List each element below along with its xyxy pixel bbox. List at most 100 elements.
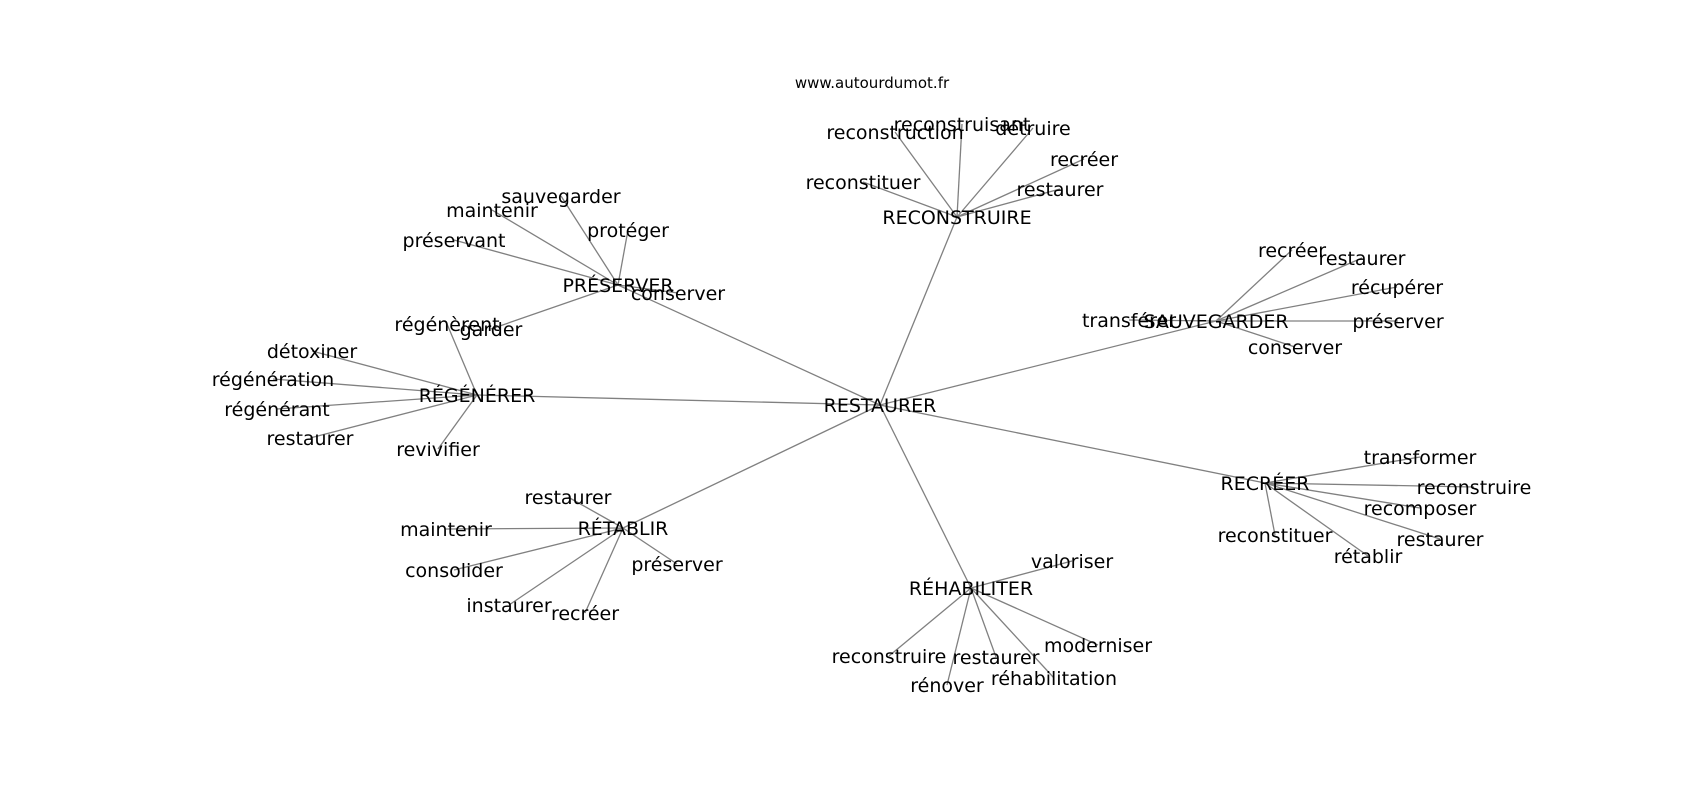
leaf-label: préserver [631, 554, 722, 576]
edge-hub-leaf [956, 127, 1034, 218]
leaf-label: régénèrent [394, 314, 499, 336]
edge-hub-leaf [490, 284, 619, 330]
edge-hub-leaf [276, 394, 478, 410]
edge-hub-leaf [1215, 286, 1398, 322]
edge-hub-leaf [1264, 482, 1421, 509]
leaf-label: revivifier [396, 439, 480, 461]
leaf-label: maintenir [400, 519, 492, 541]
hub-label: RÉHABILITER [909, 577, 1033, 600]
edge-hub-leaf [970, 587, 1055, 679]
hub-label: RÉGÉNÉRER [419, 384, 536, 407]
leaf-label: reconstruire [832, 646, 947, 668]
edge-center-hub [879, 320, 1217, 406]
leaf-label: restaurer [1396, 529, 1483, 551]
edge-hub-leaf [491, 209, 619, 286]
leaf-label: régénérant [224, 399, 330, 421]
edge-hub-leaf [1264, 482, 1369, 557]
edge-center-hub [879, 404, 972, 589]
edge-hub-leaf [311, 350, 478, 396]
edge-hub-leaf [1128, 319, 1217, 322]
edge-hub-leaf [508, 527, 624, 606]
leaf-label: préservant [403, 230, 506, 252]
leaf-label: maintenir [446, 200, 538, 222]
leaf-label: restaurer [266, 428, 353, 450]
edge-hub-leaf [956, 123, 963, 218]
leaf-label: sauvegarder [501, 186, 620, 208]
leaf-label: restaurer [1318, 248, 1405, 270]
leaf-label: régénération [212, 369, 334, 391]
leaf-label: transformer [1364, 447, 1477, 469]
leaf-label: reconstruction [826, 122, 963, 144]
edge-hub-leaf [970, 560, 1073, 589]
leaf-label: conserver [631, 283, 725, 305]
edge-hub-leaf [617, 229, 629, 286]
leaf-label: réhabilitation [991, 668, 1117, 690]
edge-hub-leaf [622, 527, 678, 565]
edge-hub-leaf [888, 587, 972, 657]
edge-hub-leaf [446, 323, 478, 396]
edge-hub-leaf [453, 239, 619, 286]
leaf-label: conserver [1248, 337, 1342, 359]
leaf-label: détoxiner [267, 341, 357, 363]
hub-label: PRÉSERVER [562, 274, 673, 297]
edge-hub-leaf [584, 527, 624, 614]
edge-hub-leaf [445, 527, 624, 530]
hub-label: RÉTABLIR [578, 517, 669, 540]
hub-label: RECONSTRUIRE [882, 207, 1031, 229]
watermark: www.autourdumot.fr [795, 74, 950, 92]
edge-hub-leaf [956, 158, 1085, 218]
edge-hub-leaf [567, 496, 624, 529]
edge-hub-leaf [956, 188, 1061, 218]
leaf-label: rénover [910, 675, 984, 697]
edge-hub-leaf [1264, 482, 1276, 536]
edge-hub-leaf [617, 284, 679, 294]
edge-hub-leaf [1215, 249, 1293, 322]
edge-center-hub [879, 216, 958, 406]
edge-center-hub [617, 284, 881, 406]
leaf-label: préserver [1352, 311, 1443, 333]
edge-hub-leaf [894, 131, 958, 218]
edge-hub-leaf [1215, 320, 1296, 348]
leaf-label: restaurer [952, 647, 1039, 669]
edge-hub-leaf [560, 195, 619, 286]
edge-hub-leaf [1264, 482, 1441, 540]
edge-hub-leaf [1215, 257, 1363, 322]
leaf-label: restaurer [1016, 179, 1103, 201]
leaf-label: moderniser [1044, 635, 1152, 657]
leaf-label: reconstituer [1218, 525, 1333, 547]
edge-hub-leaf [453, 527, 624, 571]
leaf-label: restaurer [524, 487, 611, 509]
hub-label: RECRÉER [1221, 472, 1310, 495]
leaf-label: consolider [405, 560, 503, 582]
leaf-label: reconstituer [806, 172, 921, 194]
leaf-label: recréer [1258, 240, 1326, 262]
leaf-label: détruire [995, 118, 1070, 140]
leaf-label: reconstruire [1417, 477, 1532, 499]
edge-hub-leaf [1264, 482, 1475, 488]
center-label: RESTAURER [824, 395, 937, 417]
leaf-label: recréer [551, 603, 619, 625]
edge-center-hub [622, 404, 881, 529]
hub-label: SAUVEGARDER [1143, 311, 1288, 333]
edge-hub-leaf [862, 181, 958, 218]
leaf-label: recréer [1050, 149, 1118, 171]
edge-center-hub [476, 394, 881, 406]
leaf-label: recomposer [1364, 498, 1477, 520]
leaf-label: protéger [587, 220, 669, 242]
edge-hub-leaf [970, 587, 997, 658]
leaf-label: instaurer [466, 595, 551, 617]
edge-hub-leaf [309, 394, 478, 439]
edge-center-hub [879, 404, 1266, 484]
edge-hub-leaf [970, 587, 1099, 646]
leaf-label: valoriser [1031, 551, 1113, 573]
leaf-label: récupérer [1351, 277, 1443, 299]
leaf-label: garder [460, 319, 523, 341]
leaf-label: rétablir [1334, 546, 1403, 568]
edge-hub-leaf [946, 587, 972, 686]
edge-hub-leaf [1264, 456, 1421, 484]
leaf-label: reconstruisant [894, 114, 1031, 136]
leaf-label: transférer [1082, 310, 1176, 332]
edge-hub-leaf [272, 378, 478, 396]
